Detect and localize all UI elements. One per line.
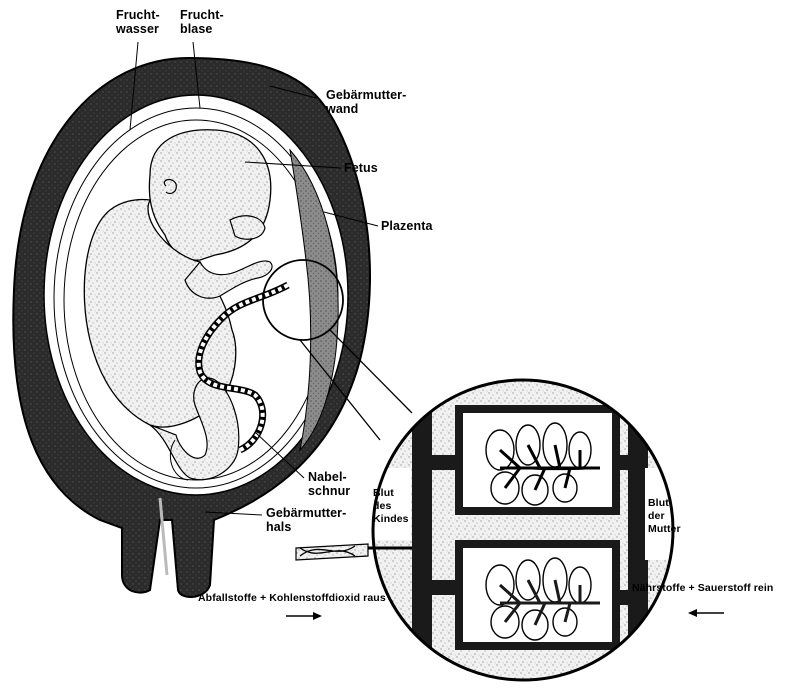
label-plazenta: Plazenta <box>381 219 433 233</box>
label-naehrstoffe: Nährstoffe + Sauerstoff rein <box>632 582 773 595</box>
label-gebaermutterwand: Gebärmutter-wand <box>326 88 406 116</box>
placenta-zoom <box>370 375 685 688</box>
label-abfallstoffe: Abfallstoffe + Kohlenstoffdioxid raus <box>198 592 386 605</box>
label-gebaermutterhals: Gebärmutter-hals <box>266 506 346 534</box>
label-nabelschnur: Nabel-schnur <box>308 470 350 498</box>
label-fruchtwasser: Frucht-wasser <box>116 8 160 36</box>
label-fruchtblase: Frucht-blase <box>180 8 224 36</box>
arrow-nutrients-in <box>688 609 724 617</box>
label-fetus: Fetus <box>344 161 378 175</box>
arrow-waste-out <box>286 612 322 620</box>
